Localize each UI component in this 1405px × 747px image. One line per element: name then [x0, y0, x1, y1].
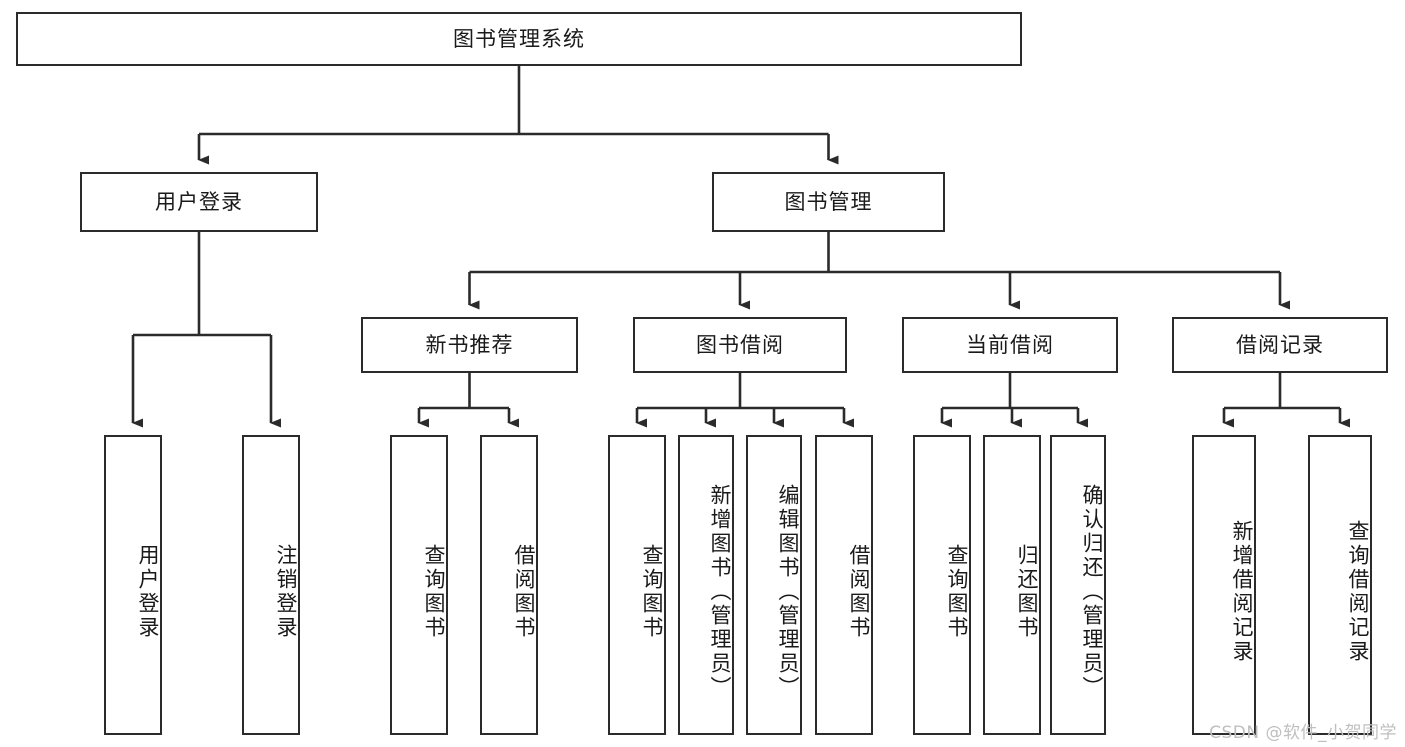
- node-label: 编辑图书（管理员）: [776, 484, 800, 700]
- node-label: 查询图书: [640, 544, 664, 640]
- leaf-query-borrowing-record[interactable]: 查询借阅记录: [1308, 435, 1372, 735]
- leaf-edit-book-admin[interactable]: 编辑图书（管理员）: [746, 435, 802, 735]
- node-label: 新增图书（管理员）: [708, 484, 732, 700]
- node-label: 查询借阅记录: [1346, 520, 1370, 664]
- node-user-login[interactable]: 用户登录: [80, 172, 318, 232]
- node-label: 借阅图书: [512, 544, 536, 640]
- node-new-book-recommendation[interactable]: 新书推荐: [361, 317, 578, 373]
- node-label: 用户登录: [155, 189, 243, 214]
- leaf-add-book-admin[interactable]: 新增图书（管理员）: [678, 435, 734, 735]
- leaf-user-login[interactable]: 用户登录: [104, 435, 162, 735]
- node-label: 注销登录: [274, 544, 298, 640]
- node-label: 图书借阅: [696, 332, 784, 357]
- node-label: 图书管理: [784, 189, 873, 214]
- node-label: 图书管理系统: [453, 26, 585, 51]
- node-label: 查询图书: [945, 544, 969, 640]
- node-label: 查询图书: [422, 544, 446, 640]
- node-label: 确认归还（管理员）: [1080, 484, 1104, 700]
- node-label: 当前借阅: [966, 332, 1054, 357]
- node-root-system[interactable]: 图书管理系统: [16, 12, 1022, 66]
- leaf-user-logout[interactable]: 注销登录: [242, 435, 300, 735]
- node-borrowing-record[interactable]: 借阅记录: [1172, 317, 1388, 373]
- node-label: 新增借阅记录: [1230, 520, 1254, 664]
- node-label: 归还图书: [1015, 544, 1039, 640]
- node-label: 借阅图书: [847, 544, 871, 640]
- leaf-borrow-book-recommendation[interactable]: 借阅图书: [480, 435, 538, 735]
- node-label: 借阅记录: [1236, 332, 1324, 357]
- node-book-borrowing[interactable]: 图书借阅: [633, 317, 847, 373]
- node-current-borrowing[interactable]: 当前借阅: [902, 317, 1118, 373]
- node-book-management[interactable]: 图书管理: [712, 172, 945, 232]
- leaf-query-book-current[interactable]: 查询图书: [913, 435, 971, 735]
- node-label: 用户登录: [136, 544, 160, 640]
- leaf-return-book[interactable]: 归还图书: [983, 435, 1041, 735]
- leaf-query-book-recommendation[interactable]: 查询图书: [390, 435, 448, 735]
- node-label: 新书推荐: [425, 332, 514, 357]
- leaf-query-book-borrowing[interactable]: 查询图书: [608, 435, 666, 735]
- leaf-borrow-book-borrowing[interactable]: 借阅图书: [815, 435, 873, 735]
- leaf-confirm-return-admin[interactable]: 确认归还（管理员）: [1050, 435, 1106, 735]
- leaf-add-borrowing-record[interactable]: 新增借阅记录: [1192, 435, 1256, 735]
